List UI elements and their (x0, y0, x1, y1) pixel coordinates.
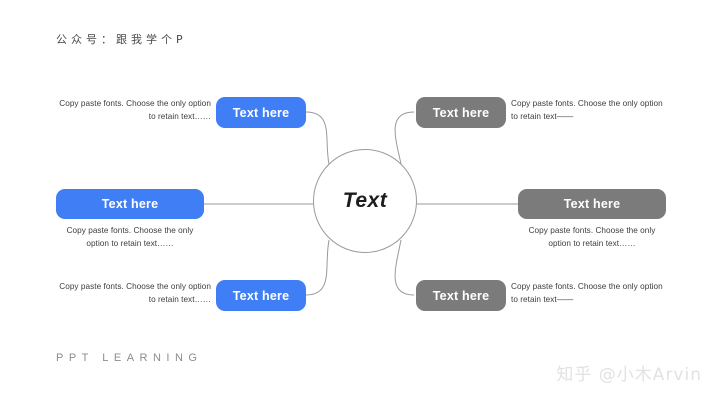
description-top-left: Copy paste fonts. Choose the only option… (59, 99, 211, 121)
node-pill-top-left[interactable]: Text here (216, 97, 306, 128)
node-pill-bottom-right[interactable]: Text here (416, 280, 506, 311)
node-pill-middle-left[interactable]: Text here (56, 189, 204, 219)
node-pill-top-right[interactable]: Text here (416, 97, 506, 128)
description-bottom-right: Copy paste fonts. Choose the only option… (511, 282, 663, 304)
description-middle-right: Copy paste fonts. Choose the only option… (528, 226, 656, 248)
node-pill-middle-right-label: Text here (563, 197, 621, 211)
node-pill-bottom-left[interactable]: Text here (216, 280, 306, 311)
connector-top-right (394, 111, 415, 165)
node-pill-middle-left-label: Text here (101, 197, 159, 211)
node-pill-bottom-left-label: Text here (232, 288, 290, 303)
connector-top-left (305, 111, 330, 165)
node-pill-top-left-label: Text here (232, 105, 290, 120)
description-bottom-left: Copy paste fonts. Choose the only option… (59, 282, 211, 304)
description-top-right: Copy paste fonts. Choose the only option… (511, 99, 663, 121)
footer-brand: PPT LEARNING (56, 352, 203, 364)
node-pill-middle-right[interactable]: Text here (518, 189, 666, 219)
connector-bottom-left (305, 239, 330, 296)
connector-bottom-right (394, 239, 415, 296)
center-hub[interactable]: Text (313, 149, 417, 253)
node-pill-bottom-right-label: Text here (432, 288, 490, 303)
center-hub-label: Text (342, 189, 388, 212)
description-middle-left: Copy paste fonts. Choose the only option… (66, 226, 194, 248)
node-pill-top-right-label: Text here (432, 105, 490, 120)
watermark: 知乎 @小木Arvin (556, 365, 702, 385)
page-title: 公众号：跟我学个P (56, 33, 187, 46)
